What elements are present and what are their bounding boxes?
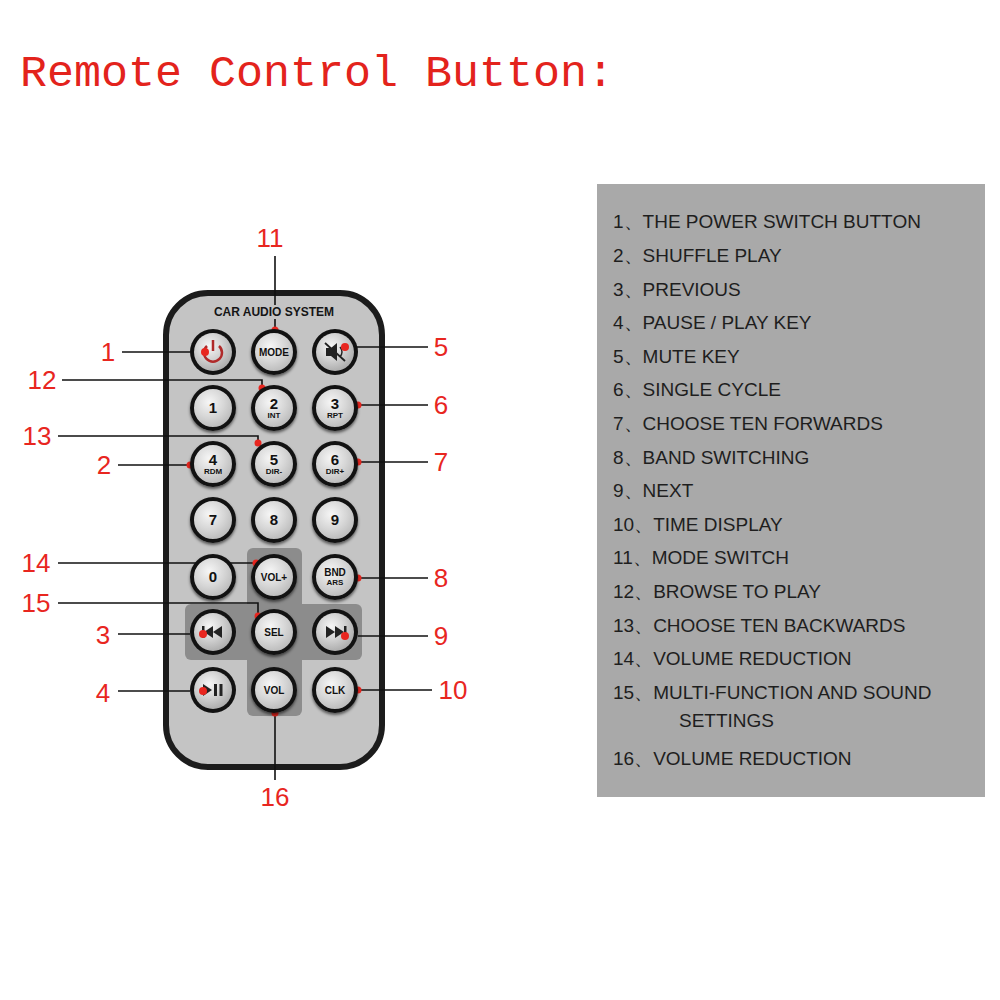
button-sublabel: RDM [204, 467, 222, 476]
remote-button: 0 [190, 554, 236, 600]
callout-number: 6 [434, 390, 448, 420]
remote-button: MODE [251, 329, 297, 375]
button-sublabel: ARS [327, 578, 344, 587]
button-label: 6 [331, 453, 339, 467]
remote-button: SEL [251, 609, 297, 655]
function-item: 13、CHOOSE TEN BACKWARDS [613, 612, 979, 640]
button-label: 8 [270, 513, 278, 527]
remote-button: 4RDM [190, 441, 236, 487]
remote-button: VOL [251, 667, 297, 713]
remote-button: 6DIR+ [312, 441, 358, 487]
button-label: 7 [209, 513, 217, 527]
function-item: 14、VOLUME REDUCTION [613, 645, 979, 673]
function-item: 3、PREVIOUS [613, 276, 979, 304]
callout-number: 14 [22, 548, 51, 578]
button-label: VOL+ [261, 572, 287, 583]
button-sublabel: RPT [327, 411, 343, 420]
callout-number: 15 [22, 588, 51, 618]
function-item: 5、MUTE KEY [613, 343, 979, 371]
legend-panel: 1、THE POWER SWITCH BUTTON 2、SHUFFLE PLAY 3… [597, 184, 985, 797]
remote-button: 8 [251, 497, 297, 543]
cross-pad [247, 548, 302, 716]
callout-number: 5 [434, 332, 448, 362]
callout-number: 3 [96, 620, 110, 650]
brand-label: CAR AUDIO SYSTEM [210, 305, 338, 319]
button-label: 1 [209, 401, 217, 415]
button-label: 0 [209, 570, 217, 584]
function-item: 15、MULTI-FUNCTION AND SOUND SETTINGS [613, 679, 979, 735]
remote-button: BNDARS [312, 554, 358, 600]
callout-number: 2 [97, 450, 111, 480]
button-label: BND [324, 567, 346, 578]
callout-number: 16 [261, 782, 290, 812]
remote-button: 1 [190, 385, 236, 431]
callout-number: 8 [434, 563, 448, 593]
callout-dots [187, 327, 362, 717]
callout-number: 9 [434, 621, 448, 651]
function-item: 8、BAND SWITCHING [613, 444, 979, 472]
remote-button: CLK [312, 667, 358, 713]
remote-button: VOL+ [251, 554, 297, 600]
function-item: 2、SHUFFLE PLAY [613, 242, 979, 270]
callout-number: 11 [257, 223, 284, 253]
button-label: SEL [264, 627, 283, 638]
callout-number: 4 [96, 678, 110, 708]
remote-housing [166, 293, 382, 767]
function-item: 9、NEXT [613, 477, 979, 505]
diagram-title: Remote Control Button: [20, 48, 614, 102]
function-item: 1、THE POWER SWITCH BUTTON [613, 208, 979, 236]
cross-pad [185, 604, 362, 660]
remote-button: 7 [190, 497, 236, 543]
remote-button: 3RPT [312, 385, 358, 431]
remote-body: CAR AUDIO SYSTEMMODE12INT3RPT4RDM5DIR-6D… [163, 290, 385, 770]
button-label: 4 [209, 453, 217, 467]
leader-lines [58, 256, 432, 780]
button-label: MODE [259, 347, 289, 358]
button-label: 3 [331, 397, 339, 411]
icon-buttons [190, 329, 358, 713]
remote-button: 9 [312, 497, 358, 543]
button-label: 9 [331, 513, 339, 527]
button-sublabel: DIR+ [326, 467, 344, 476]
callout-number: 7 [434, 447, 448, 477]
callout-number: 12 [28, 365, 57, 395]
button-label: 5 [270, 453, 278, 467]
button-label: VOL [264, 685, 285, 696]
function-item: 16、VOLUME REDUCTION [613, 745, 979, 773]
button-label: CLK [325, 685, 346, 696]
function-item: 12、BROWSE TO PLAY [613, 578, 979, 606]
button-sublabel: INT [268, 411, 281, 420]
function-item: 7、CHOOSE TEN FORWARDS [613, 410, 979, 438]
function-item: 4、PAUSE / PLAY KEY [613, 309, 979, 337]
callout-number: 13 [23, 421, 52, 451]
callout-number: 10 [439, 675, 468, 705]
remote-button: 2INT [251, 385, 297, 431]
function-item: 11、MODE SWITCH [613, 544, 979, 572]
callout-number: 1 [101, 337, 115, 367]
remote-button: 5DIR- [251, 441, 297, 487]
button-label: 2 [270, 397, 278, 411]
button-sublabel: DIR- [266, 467, 282, 476]
function-item: 6、SINGLE CYCLE [613, 376, 979, 404]
function-item: 10、TIME DISPLAY [613, 511, 979, 539]
